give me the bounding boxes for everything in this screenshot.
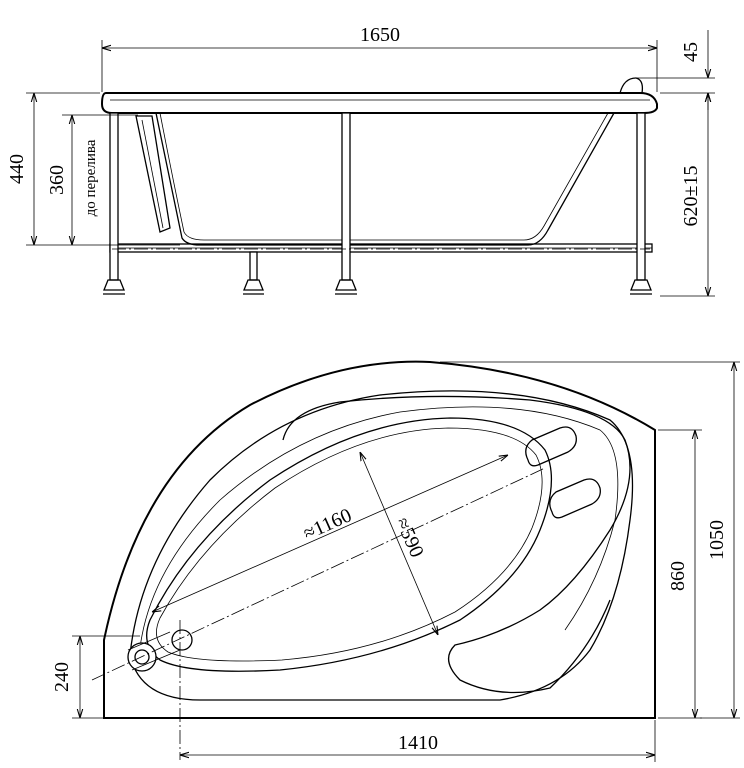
dimension-label: 45 xyxy=(680,42,702,62)
bathtub-body xyxy=(155,112,615,246)
support-legs xyxy=(103,112,652,295)
headrest-bump xyxy=(619,77,644,94)
dimension-length-1650: 1650 xyxy=(101,24,658,92)
dimension-front-1410: 1410 xyxy=(180,720,656,762)
dimension-label: 440 xyxy=(6,154,28,184)
headrest-pad xyxy=(282,395,631,694)
dimension-overflow-360: 360 до перелива xyxy=(46,114,138,245)
bathtub-rim xyxy=(100,92,658,114)
dimension-width-1050: 1050 xyxy=(440,361,740,719)
side-view: 1650 45 620±15 440 360 до перелив xyxy=(6,24,715,297)
grab-handles xyxy=(525,426,601,519)
overflow-note: до перелива xyxy=(83,139,99,216)
dimension-drain-240: 240 xyxy=(51,635,140,719)
dimension-label: 240 xyxy=(51,662,73,692)
dimension-label: 860 xyxy=(667,561,689,591)
dimension-label: 1410 xyxy=(398,732,438,754)
dimension-height-440: 440 xyxy=(6,92,180,246)
dimension-label: 620±15 xyxy=(680,166,702,227)
dimension-label: ≈1160 xyxy=(300,504,355,545)
bathtub-outline xyxy=(103,360,656,719)
dimension-rim-45: 45 xyxy=(636,30,715,110)
dimension-label: 1650 xyxy=(360,24,400,46)
dimension-label: 360 xyxy=(46,165,68,195)
overflow-pipe xyxy=(135,115,171,233)
dimension-side-860: 860 xyxy=(658,429,702,719)
dimension-label: 1050 xyxy=(706,520,728,560)
bathtub-bowl xyxy=(146,417,553,672)
dimension-inner-length: ≈1160 xyxy=(152,455,508,612)
top-view: ≈1160 ≈590 240 860 1050 xyxy=(51,360,740,762)
dimension-height-620: 620±15 xyxy=(660,93,715,297)
dimension-inner-width: ≈590 xyxy=(360,452,438,635)
